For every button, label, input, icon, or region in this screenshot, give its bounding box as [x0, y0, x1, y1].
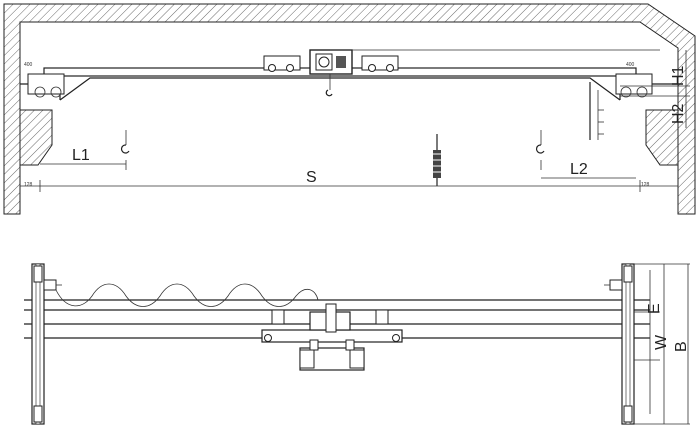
plan-trolley — [261, 303, 403, 371]
girder-lower-flange — [59, 77, 621, 101]
label-128-left: 128 — [24, 182, 33, 188]
left-end-carriage — [27, 73, 65, 95]
trolley-hoist — [263, 49, 660, 97]
dim-L2: L2 — [570, 161, 588, 178]
dim-W: W — [653, 334, 670, 350]
right-corbel — [645, 109, 679, 166]
label-400-right: 400 — [626, 62, 635, 68]
hook-left — [120, 130, 130, 170]
pendant-control — [589, 82, 604, 140]
dim-H2: H2 — [670, 103, 687, 124]
elevation-view: 400 400 — [3, 3, 696, 215]
dim-S: S — [306, 169, 317, 186]
building-wall-hatching — [3, 3, 696, 215]
label-400-left: 400 — [24, 62, 33, 68]
left-corbel — [19, 109, 53, 166]
dim-B: B — [673, 341, 690, 352]
dim-H1: H1 — [670, 65, 687, 86]
right-end-carriage — [615, 73, 653, 95]
plan-view: E W B — [24, 263, 690, 425]
hook-block-center — [432, 134, 442, 186]
hook-right — [535, 130, 545, 170]
dim-E: E — [646, 303, 663, 314]
dim-L1: L1 — [72, 147, 90, 164]
festoon-cable — [55, 283, 319, 307]
label-128-right: 128 — [641, 182, 650, 188]
